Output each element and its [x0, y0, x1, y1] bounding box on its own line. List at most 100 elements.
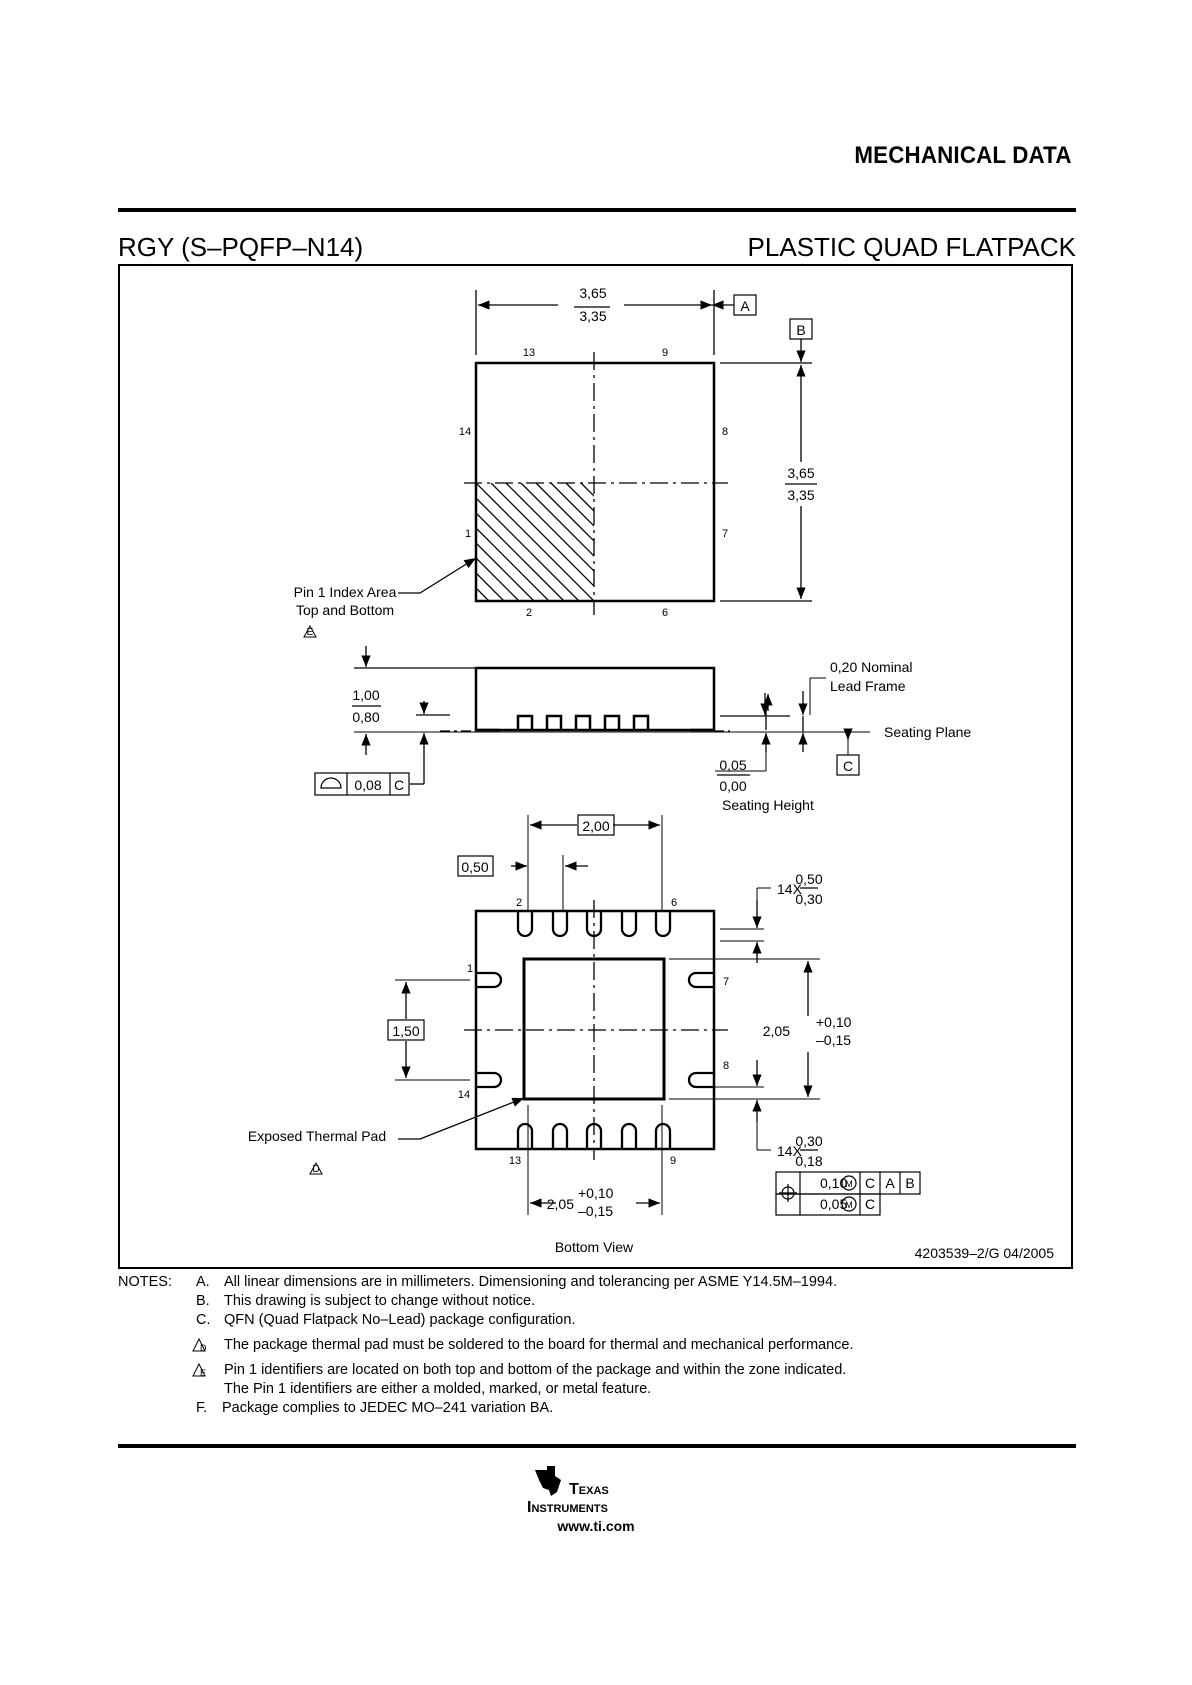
fcf1-datum2: A — [885, 1175, 895, 1191]
note-text: This drawing is subject to change withou… — [224, 1293, 536, 1309]
thickness-max: 1,00 — [352, 687, 379, 703]
fcf2-modifier: M — [845, 1200, 853, 1210]
note-letter: A. — [196, 1274, 210, 1290]
side-leads — [476, 714, 714, 732]
seating-height-label: Seating Height — [722, 797, 814, 813]
package-name: RGY (S–PQFP–N14) — [118, 232, 364, 262]
note-text: The package thermal pad must be soldered… — [224, 1337, 854, 1353]
header-rule — [118, 208, 1076, 212]
fcf2-tolerance: 0,05 — [820, 1196, 847, 1212]
pad-height-plus: +0,10 — [816, 1014, 852, 1030]
side-view — [314, 646, 870, 796]
note-e-triangle — [303, 624, 317, 638]
coplanarity-datum: C — [394, 777, 404, 793]
pin-label: 14 — [458, 1089, 470, 1101]
pin-label: 7 — [722, 528, 728, 540]
span-basic-box — [577, 814, 615, 836]
side-view-body — [474, 666, 716, 732]
datum-c-letter: C — [843, 758, 853, 774]
position-fcf — [775, 1171, 921, 1216]
pin-label: 14 — [459, 426, 471, 438]
lead-length-min: 0,18 — [795, 1153, 822, 1169]
fcf1-tolerance: 0,10 — [820, 1175, 847, 1191]
note-text: QFN (Quad Flatpack No–Lead) package conf… — [224, 1312, 576, 1328]
package-type: PLASTIC QUAD FLATPACK — [747, 232, 1076, 262]
note-letter: D — [200, 1343, 207, 1353]
drawing-frame — [118, 264, 1073, 1269]
bottom-leads — [516, 1122, 672, 1149]
pin-label: 2 — [516, 897, 522, 909]
note-letter: B. — [196, 1293, 210, 1309]
pin1-label-line2: Top and Bottom — [296, 602, 394, 618]
pin1-label-line1: Pin 1 Index Area — [294, 584, 397, 600]
pin1-leader — [398, 557, 477, 594]
coplanarity-icon — [320, 777, 342, 789]
note-e-triangle — [192, 1362, 206, 1377]
datum-b-letter: B — [796, 322, 805, 338]
top-view-body — [474, 361, 716, 603]
pin-label: 13 — [509, 1155, 521, 1167]
bottom-view-caption: Bottom View — [555, 1239, 634, 1255]
datum-a-box — [733, 294, 757, 316]
note-d-triangle — [192, 1337, 206, 1352]
span-value: 2,00 — [582, 818, 609, 834]
ti-logo: Texas Instruments — [525, 1462, 675, 1522]
pitch-value: 0,50 — [461, 859, 488, 875]
pin-label: 1 — [467, 963, 473, 975]
pin-label: 7 — [723, 976, 729, 988]
height-max: 3,65 — [787, 465, 814, 481]
pin-span-basic-box — [387, 1019, 425, 1041]
pin-label: 8 — [722, 426, 728, 438]
pad-height-nom: 2,05 — [763, 1023, 790, 1039]
bottom-view — [309, 814, 921, 1216]
seating-plane-label: Seating Plane — [884, 724, 971, 740]
note-text: Package complies to JEDEC MO–241 variati… — [222, 1400, 554, 1416]
ti-logo-line1: Texas — [569, 1481, 609, 1498]
ti-logo-icon: Texas Instruments — [527, 1466, 609, 1516]
lead-length-max: 0,30 — [795, 1133, 822, 1149]
pin-label: 1 — [465, 528, 471, 540]
note-letter: F. — [196, 1400, 208, 1416]
height-min: 3,35 — [787, 487, 814, 503]
datum-a-letter: A — [740, 298, 750, 314]
ti-logo-line2: Instruments — [527, 1499, 608, 1516]
pin-label: 6 — [662, 607, 668, 619]
thermal-pad-leader — [398, 1097, 525, 1140]
pin-label: 9 — [670, 1155, 676, 1167]
pin1-index-hatch — [476, 483, 594, 601]
footer-url[interactable]: www.ti.com — [557, 1518, 635, 1534]
width-min: 3,35 — [579, 308, 606, 324]
lead-frame-line1: 0,20 Nominal — [830, 659, 913, 675]
fcf1-modifier: M — [845, 1179, 853, 1189]
pitch-basic-box — [457, 855, 494, 877]
pin-label: 13 — [523, 347, 535, 359]
top-view — [303, 290, 817, 638]
width-max: 3,65 — [579, 285, 606, 301]
note-letter: C. — [196, 1312, 211, 1328]
lead-width-count: 14X — [777, 881, 803, 897]
top-leads — [516, 911, 672, 938]
note-text: The Pin 1 identifiers are either a molde… — [224, 1381, 652, 1397]
note-e-ref: E — [307, 627, 314, 638]
pad-width-minus: –0,15 — [578, 1203, 613, 1219]
pad-height-minus: –0,15 — [816, 1032, 851, 1048]
note-letter: E — [200, 1368, 207, 1378]
pin-label: 9 — [662, 347, 668, 359]
pin-label: 6 — [671, 897, 677, 909]
coplanarity-fcf — [314, 772, 410, 796]
pad-width-nom: 2,05 — [547, 1196, 574, 1212]
fcf1-datum1: C — [865, 1175, 875, 1191]
fcf2-datum1: C — [865, 1196, 875, 1212]
side-pad-leads — [476, 971, 714, 1089]
notes-label: NOTES: — [118, 1274, 172, 1290]
lead-width-min: 0,30 — [795, 891, 822, 907]
standoff-min: 0,00 — [719, 778, 746, 794]
pin-label: 8 — [723, 1060, 729, 1072]
document-number: 4203539–2/G 04/2005 — [915, 1245, 1055, 1261]
page-header-title: MECHANICAL DATA — [854, 142, 1072, 169]
pad-width-plus: +0,10 — [578, 1185, 614, 1201]
lead-length-count: 14X — [777, 1143, 803, 1159]
thermal-pad-label: Exposed Thermal Pad — [248, 1128, 386, 1144]
lead-width-max: 0,50 — [795, 871, 822, 887]
